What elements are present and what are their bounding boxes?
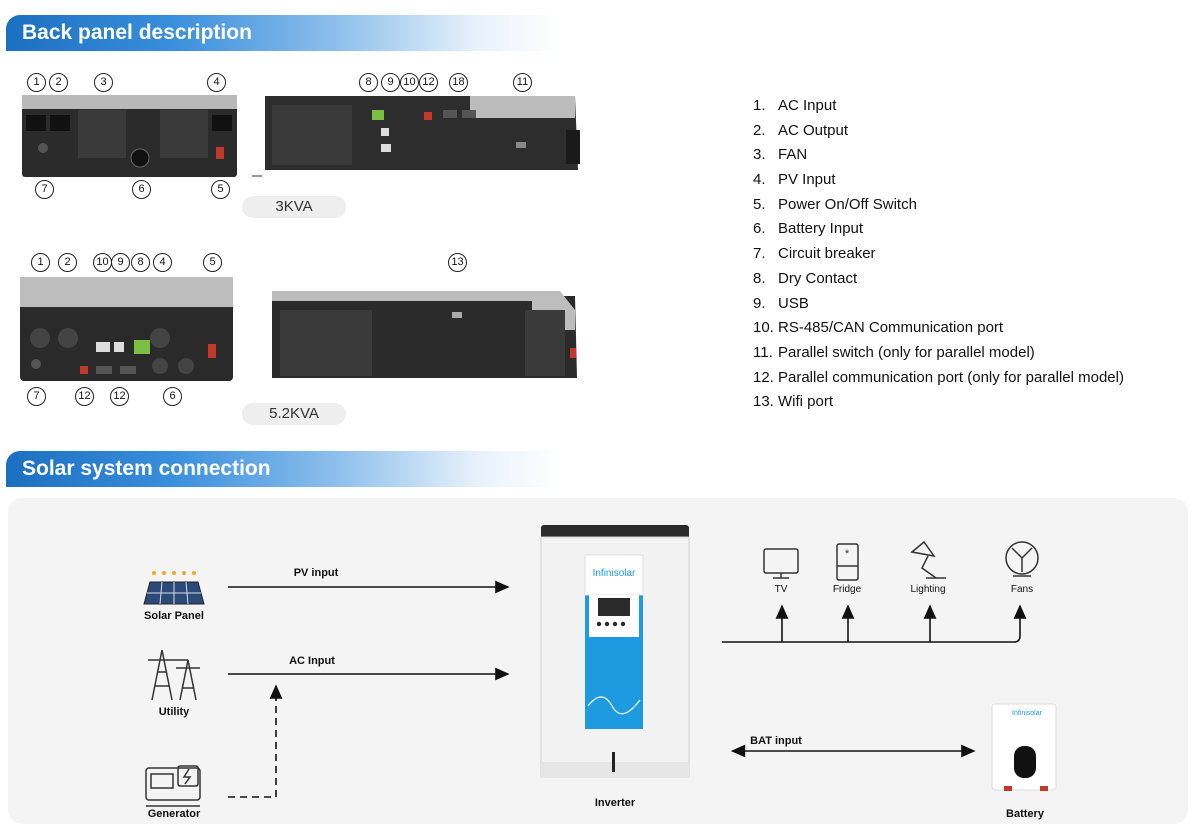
callout-9b: 9 [111,253,130,272]
utility-tower-icon [148,649,200,701]
label-pv-input: PV input [293,567,339,579]
callout-13: 13 [448,253,467,272]
label-fridge: Fridge [832,584,862,595]
list-item: 12.Parallel communication port (only for… [753,368,1124,386]
inverter-brand: Infinisolar [593,568,636,579]
device-52kva-front [20,277,233,381]
callout-12b: 12 [75,387,94,406]
list-item: 13.Wifi port [753,393,834,411]
list-item: 11.Parallel switch (only for parallel mo… [753,343,1035,361]
list-item: 10.RS-485/CAN Communication port [753,319,1004,337]
section-header-back-panel: Back panel description [6,15,562,51]
list-item: 4.PV Input [753,171,836,189]
list-item: 9.USB [753,294,809,312]
label-bat-input: BAT input [750,735,802,747]
battery-brand: Infinisolar [1012,710,1043,717]
callout-6: 6 [132,180,151,199]
label-solar-panel: Solar Panel [144,610,204,622]
list-item: 7.Circuit breaker [753,245,876,263]
list-item: 2.AC Output [753,121,849,139]
battery-device [991,703,1057,791]
inverter-device [540,525,690,778]
section-header-solar: Solar system connection [6,451,562,487]
device-3kva-front [22,95,237,177]
list-item: 1.AC Input [753,97,837,114]
label-battery: Battery [1006,808,1044,820]
callout-3: 3 [94,73,113,92]
callout-6b: 6 [163,387,182,406]
callout-5b: 5 [203,253,222,272]
callout-8: 8 [359,73,378,92]
callout-8b: 8 [131,253,150,272]
callout-12: 12 [419,73,438,92]
fan-icon [1005,541,1039,577]
model-label-3kva: 3KVA [242,196,346,218]
svg-text:*: * [845,548,850,560]
callout-9: 9 [381,73,400,92]
model-label-52kva: 5.2KVA [242,403,346,425]
callout-4: 4 [207,73,226,92]
callout-1b: 1 [31,253,50,272]
label-ac-input: AC Input [289,655,335,667]
callout-2: 2 [49,73,68,92]
callout-11: 11 [513,73,532,92]
callout-1: 1 [27,73,46,92]
fridge-icon: * [836,543,859,581]
solar-panel-icon [143,571,205,605]
list-item: 5.Power On/Off Switch [753,195,917,213]
label-generator: Generator [147,808,201,820]
device-3kva-side [252,96,580,177]
label-fans: Fans [1010,584,1034,595]
list-item: 3.FAN [753,146,808,164]
callout-2b: 2 [58,253,77,272]
label-tv: TV [774,584,788,595]
callout-18: 18 [449,73,468,92]
callout-12c: 12 [110,387,129,406]
label-utility: Utility [158,706,190,718]
label-lighting: Lighting [910,584,946,595]
list-item: 6.Battery Input [753,220,864,238]
callout-7: 7 [35,180,54,199]
label-inverter: Inverter [594,797,636,809]
generator-icon [145,765,201,807]
callout-4b: 4 [153,253,172,272]
callout-5: 5 [211,180,230,199]
list-item: 8.Dry Contact [753,269,858,287]
callout-10: 10 [400,73,419,92]
lamp-icon [910,540,946,579]
tv-icon [763,548,799,579]
callout-7b: 7 [27,387,46,406]
device-52kva-side [272,291,577,378]
panel-legend-list: 1.AC Input 2.AC Output 3.FAN 4.PV Input … [753,95,1124,416]
